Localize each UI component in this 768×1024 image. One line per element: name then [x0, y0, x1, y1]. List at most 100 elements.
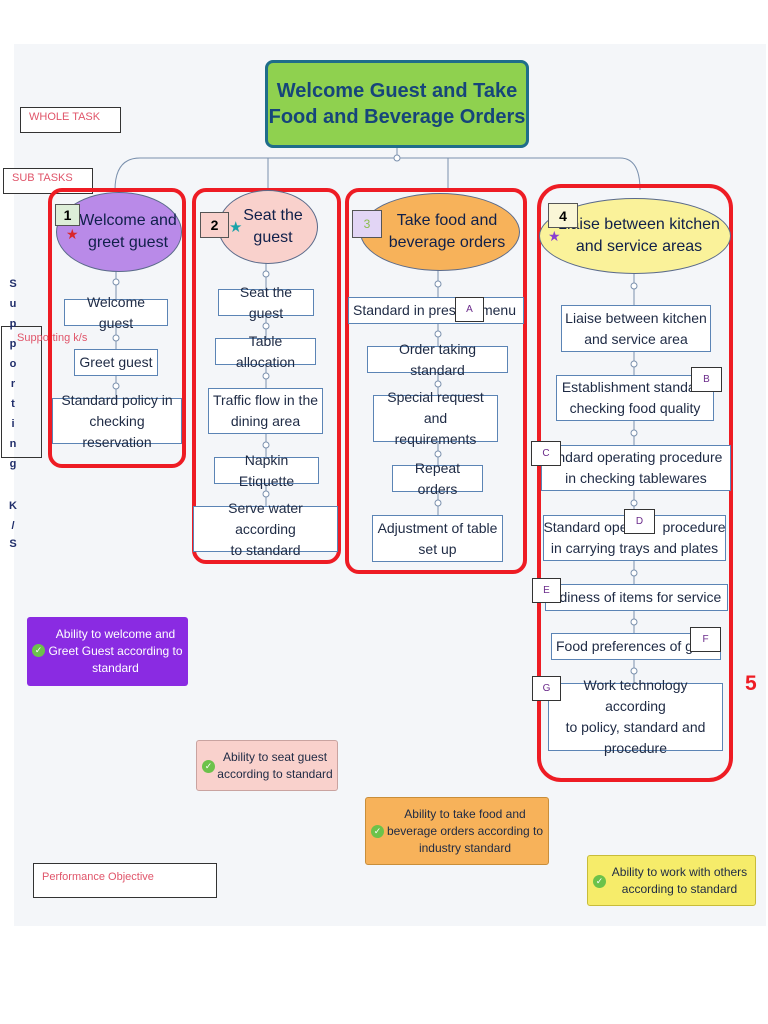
- col4-item-3-l1: andard operating procedure: [549, 449, 723, 465]
- objective-3-l2: beverage orders according to: [386, 823, 544, 838]
- col3-item-5-l1: Adjustment of table: [377, 519, 498, 536]
- objective-1-l3: standard: [92, 661, 139, 675]
- vertical-letter: S: [9, 278, 17, 290]
- col2-item-1: Seat the guest: [218, 284, 314, 321]
- col3-item-2-text: Order taking standard: [398, 340, 477, 378]
- vertical-letter: p: [9, 318, 17, 330]
- col1-item-3-l1: Standard policy in: [61, 391, 173, 408]
- col2-item-2-text: Table allocation: [235, 332, 296, 370]
- letter-b-marker: B: [691, 367, 722, 392]
- subtask-2-line1: Seat the: [243, 207, 303, 224]
- subtask-3-number: 3: [352, 210, 382, 238]
- col1-item-2: Greet guest: [74, 349, 158, 376]
- subtask-4-line2: and service areas: [575, 238, 703, 255]
- col2-item-1-text: Seat the guest: [239, 283, 293, 321]
- check-icon: ✓: [593, 875, 606, 888]
- objective-2-l2: according to standard: [217, 766, 333, 781]
- objective-4-l2: according to standard: [621, 881, 738, 896]
- subtask-2-number: 2: [200, 212, 229, 238]
- subtask-frame-4: [537, 184, 733, 782]
- vertical-letter: S: [9, 538, 17, 550]
- col4-item-3: andard operating procedure in checking ta…: [541, 445, 731, 491]
- big-number-5: 5: [745, 672, 757, 695]
- col3-item-2: Order taking standard: [367, 341, 508, 378]
- col3-item-4: Repeat orders: [392, 460, 483, 497]
- col1-item-3-l2: checking reservation: [82, 412, 152, 450]
- whole-task-label: WHOLE TASK: [20, 107, 121, 133]
- vertical-letter: g: [9, 458, 17, 470]
- col1-item-1-text: Welcome guest: [86, 293, 146, 331]
- col2-item-4-text: Napkin Etiquette: [238, 451, 295, 489]
- vertical-letter: K: [9, 500, 17, 512]
- col2-item-4: Napkin Etiquette: [214, 452, 319, 489]
- vertical-letter: t: [11, 398, 15, 410]
- letter-f-marker: F: [690, 627, 721, 652]
- objective-4-l1: Ability to work with others: [611, 864, 748, 879]
- col4-item-4-l2: in carrying trays and plates: [550, 540, 719, 556]
- col3-item-5-l2: set up: [418, 540, 457, 557]
- col2-item-5-l2: to standard: [230, 541, 301, 558]
- check-icon: ✓: [371, 825, 384, 838]
- subtask-1-line1: Welcome and: [79, 212, 177, 229]
- col4-item-7-l2: to policy, standard and: [565, 719, 706, 735]
- vertical-letter: u: [9, 298, 17, 310]
- objective-3-l3: industry standard: [418, 840, 512, 855]
- letter-e-marker: E: [532, 578, 561, 603]
- col1-item-1: Welcome guest: [64, 294, 168, 331]
- col1-item-3: Standard policy in checking reservation: [52, 392, 182, 450]
- subtask-3-line2: beverage orders: [388, 234, 506, 251]
- subtask-1-line2: greet guest: [87, 234, 169, 251]
- vertical-letter: p: [9, 338, 17, 350]
- objective-3: ✓ Ability to take food and beverage order…: [365, 797, 549, 865]
- objective-4: ✓ Ability to work with others according t…: [587, 855, 756, 906]
- vertical-letter: i: [11, 418, 15, 430]
- col3-item-1-l2: menu: [480, 302, 516, 318]
- col4-item-7: Work technology according to policy, stan…: [548, 677, 723, 756]
- objective-1-l1: Ability to welcome and: [55, 627, 176, 641]
- col4-item-2-l2: checking food quality: [569, 400, 701, 416]
- subtask-4-number: 4: [548, 203, 578, 228]
- col4-item-7-l3: procedure: [603, 740, 668, 756]
- col2-item-3: Traffic flow in the dining area: [208, 388, 323, 434]
- check-icon: ✓: [202, 760, 215, 773]
- col2-item-3-l1: Traffic flow in the: [212, 392, 319, 408]
- star-teal-icon: ★: [229, 219, 243, 236]
- letter-a-marker: A: [455, 297, 484, 322]
- col4-item-6-text: Food preferences of gu: [556, 638, 701, 654]
- subtask-2-line2: guest: [253, 229, 293, 246]
- objective-1-l2: Greet Guest according to: [48, 644, 183, 658]
- star-red-icon: ★: [66, 226, 79, 242]
- col2-item-3-l2: dining area: [230, 413, 301, 429]
- col4-item-7-l1: Work technology according: [583, 677, 688, 714]
- col3-item-4-text: Repeat orders: [414, 459, 461, 497]
- col2-item-2: Table allocation: [215, 333, 316, 370]
- objective-3-l1: Ability to take food and: [404, 806, 526, 821]
- subtask-1-number: 1: [55, 204, 80, 226]
- vertical-letter: r: [10, 378, 16, 390]
- vertical-letter: n: [9, 438, 17, 450]
- star-purple-icon: ★: [548, 228, 561, 244]
- col4-item-3-l2: in checking tablewares: [565, 470, 707, 486]
- vertical-letter: /: [11, 520, 15, 532]
- col1-item-2-text: Greet guest: [79, 354, 153, 370]
- col3-item-5: Adjustment of table set up: [372, 515, 503, 562]
- subtask-frame-3: [345, 188, 527, 574]
- vertical-letter: o: [9, 358, 17, 370]
- letter-g-marker: G: [532, 676, 561, 701]
- col4-item-5-text: adiness of items for service: [551, 589, 722, 605]
- col4-item-5: adiness of items for service: [545, 584, 728, 611]
- title-line-2: Food and Beverage Orders: [268, 106, 526, 128]
- check-icon: ✓: [32, 644, 45, 657]
- col4-item-1-l2: and service area: [584, 330, 688, 347]
- supporting-label-frame: [1, 326, 42, 458]
- letter-c-marker: C: [531, 441, 561, 466]
